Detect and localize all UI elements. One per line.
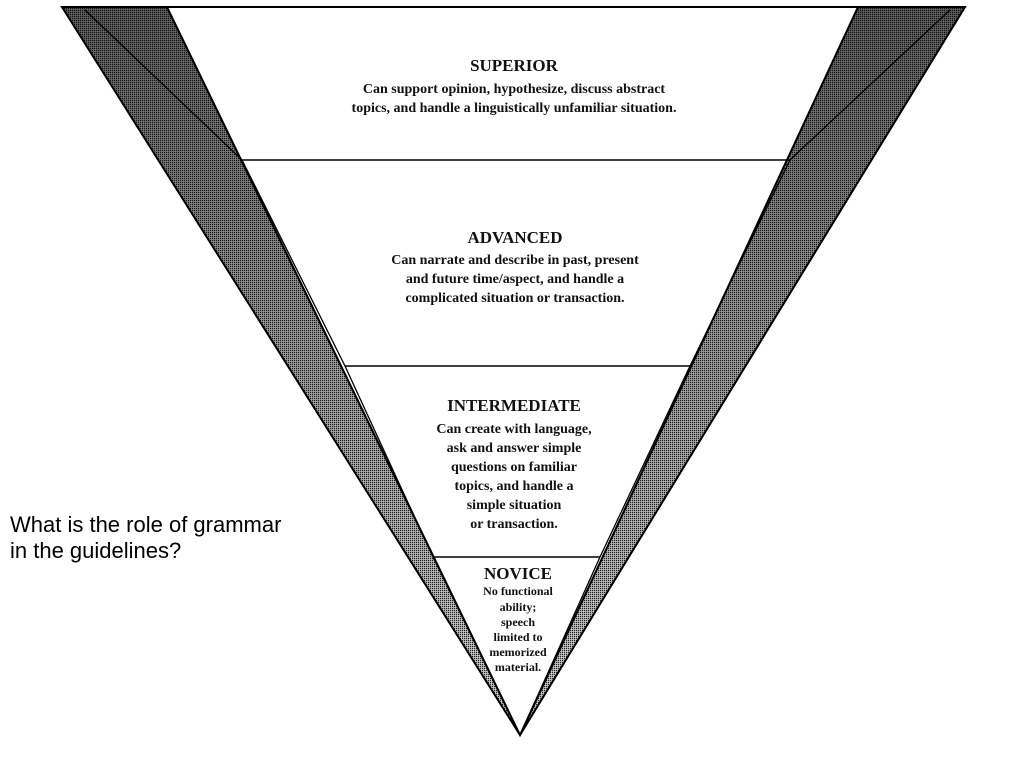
level-title: NOVICE: [484, 564, 552, 583]
level-superior: SUPERIOR Can support opinion, hypothesiz…: [352, 56, 677, 116]
level-novice: NOVICE No functional ability; speech lim…: [483, 564, 553, 674]
level-desc-line: memorized: [489, 645, 547, 659]
level-desc-line: topics, and handle a: [454, 479, 573, 494]
level-desc-line: simple situation: [467, 498, 562, 513]
level-desc-line: No functional: [483, 584, 553, 598]
level-title: INTERMEDIATE: [447, 396, 581, 415]
right-band-shade: [520, 7, 965, 735]
level-title: ADVANCED: [467, 228, 562, 247]
inner-triangle: [165, 6, 860, 738]
level-desc-line: material.: [495, 660, 541, 674]
level-desc-line: questions on familiar: [451, 460, 577, 475]
level-desc-line: complicated situation or transaction.: [405, 291, 624, 306]
level-intermediate: INTERMEDIATE Can create with language, a…: [436, 396, 591, 532]
level-advanced: ADVANCED Can narrate and describe in pas…: [391, 228, 639, 306]
question-line: What is the role of grammar: [10, 512, 282, 537]
level-desc-line: Can create with language,: [436, 422, 591, 437]
level-desc-line: Can narrate and describe in past, presen…: [391, 253, 639, 268]
level-title: SUPERIOR: [470, 56, 559, 75]
level-desc-line: Can support opinion, hypothesize, discus…: [363, 82, 666, 97]
level-desc-line: limited to: [494, 630, 543, 644]
level-desc-line: speech: [501, 615, 535, 629]
level-desc-line: topics, and handle a linguistically unfa…: [352, 101, 677, 116]
left-band-shade: [62, 7, 520, 735]
band-diagonals: [84, 9, 951, 736]
question-text: What is the role of grammar in the guide…: [10, 512, 340, 564]
level-desc-line: ability;: [500, 600, 537, 614]
level-desc-line: and future time/aspect, and handle a: [406, 272, 624, 287]
question-line: in the guidelines?: [10, 538, 182, 563]
level-desc-line: ask and answer simple: [447, 441, 582, 456]
level-desc-line: or transaction.: [470, 517, 558, 532]
